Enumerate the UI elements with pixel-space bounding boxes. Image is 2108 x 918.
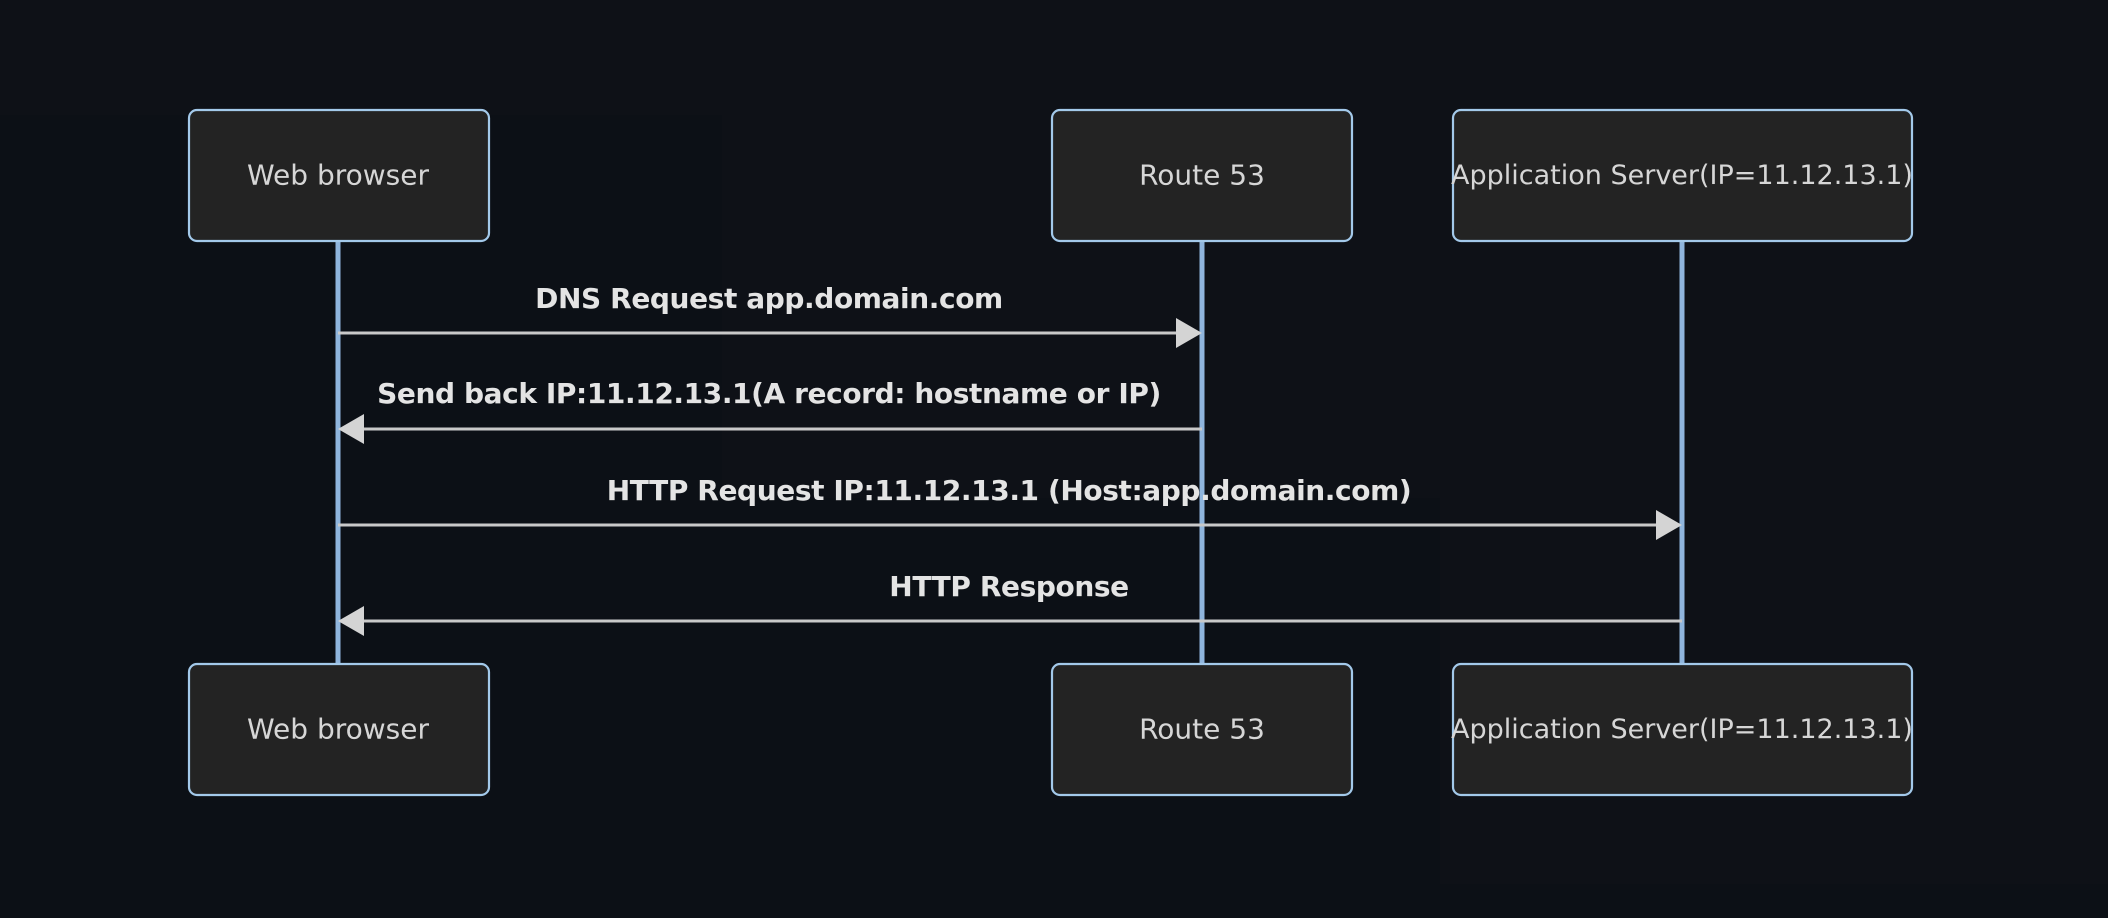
participant-label: Application Server(IP=11.12.13.1) (1451, 714, 1913, 745)
message-1: DNS Request app.domain.com (338, 282, 1202, 348)
participant-label: Route 53 (1139, 713, 1265, 746)
participant-top-appserver[interactable]: Application Server(IP=11.12.13.1) (1451, 108, 1914, 243)
message-arrowhead (338, 606, 364, 636)
message-label: HTTP Request IP:11.12.13.1 (Host:app.dom… (607, 474, 1412, 507)
participant-top-browser[interactable]: Web browser (187, 108, 491, 243)
message-arrowhead (1656, 510, 1682, 540)
participant-label: Web browser (247, 713, 429, 746)
message-arrowhead (338, 414, 364, 444)
message-arrowhead (1176, 318, 1202, 348)
participant-box[interactable] (1451, 108, 1914, 243)
participant-top-route53[interactable]: Route 53 (1050, 108, 1354, 243)
participant-box[interactable] (1050, 662, 1354, 797)
background-panel-top (0, 0, 2108, 115)
message-3: HTTP Request IP:11.12.13.1 (Host:app.dom… (338, 474, 1682, 540)
participant-label: Application Server(IP=11.12.13.1) (1451, 160, 1913, 191)
participant-label: Web browser (247, 159, 429, 192)
participant-bottom-browser[interactable]: Web browser (187, 662, 491, 797)
participant-box[interactable] (187, 108, 491, 243)
message-2: Send back IP:11.12.13.1(A record: hostna… (338, 377, 1202, 444)
participant-box[interactable] (1050, 108, 1354, 243)
message-label: HTTP Response (889, 570, 1128, 603)
top-participant-boxes: Web browser Route 53 Application Server(IP… (187, 108, 1914, 243)
message-label: DNS Request app.domain.com (535, 282, 1003, 315)
bottom-participant-boxes: Web browser Route 53 Application Server(IP… (187, 662, 1914, 797)
message-4: HTTP Response (338, 570, 1682, 636)
participant-box[interactable] (187, 662, 491, 797)
participant-bottom-appserver[interactable]: Application Server(IP=11.12.13.1) (1451, 662, 1914, 797)
participant-label: Route 53 (1139, 159, 1265, 192)
lifelines-group (335, 241, 1685, 664)
participant-bottom-route53[interactable]: Route 53 (1050, 662, 1354, 797)
participant-box[interactable] (1451, 662, 1914, 797)
message-label: Send back IP:11.12.13.1(A record: hostna… (377, 377, 1161, 410)
